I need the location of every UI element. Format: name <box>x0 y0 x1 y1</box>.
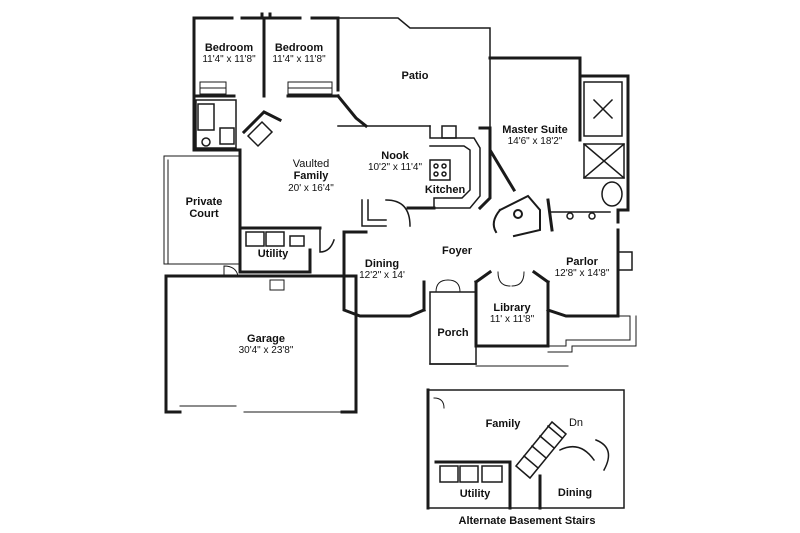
master-closet-and-bath <box>549 81 626 220</box>
room-name-line2: Family <box>293 170 329 183</box>
room-label-bedroom-right: Bedroom 11'4" x 11'8" <box>266 42 332 66</box>
room-name: Bedroom <box>274 42 324 54</box>
room-name: Utility <box>257 248 289 260</box>
hall-bath <box>195 99 237 149</box>
inset-caption: Alternate Basement Stairs <box>458 515 596 527</box>
room-name: Dining <box>557 487 593 499</box>
room-label-dining: Dining 12'2" x 14' <box>352 258 412 282</box>
inset-label-utility: Utility <box>450 488 500 500</box>
room-label-foyer: Foyer <box>434 245 480 257</box>
utility-fixtures <box>245 227 335 253</box>
room-dimensions: 10'2" x 11'4" <box>367 162 423 174</box>
room-name: Bedroom <box>204 42 254 54</box>
front-steps <box>475 315 637 367</box>
porch <box>429 291 477 365</box>
room-name: Utility <box>459 488 491 500</box>
room-dimensions: 11' x 11'8" <box>489 314 535 326</box>
room-label-patio: Patio <box>390 70 440 82</box>
room-name: Garage <box>247 333 285 345</box>
stair-near-dining <box>361 199 411 227</box>
room-label-parlor: Parlor 12'8" x 14'8" <box>546 256 618 280</box>
kitchen-walls <box>406 126 492 211</box>
room-name: Parlor <box>566 256 598 268</box>
room-label-private-court: Private Court <box>172 196 236 221</box>
parlor-fireplace <box>617 251 633 271</box>
powder-room <box>492 194 541 238</box>
room-dimensions: 14'6" x 18'2" <box>507 136 563 148</box>
family-walls <box>238 93 369 230</box>
room-label-nook: Nook 10'2" x 11'4" <box>362 150 428 174</box>
inset-utility-fixtures <box>439 465 503 483</box>
room-name-line1: Vaulted <box>292 158 330 170</box>
room-dimensions: 30'4" x 23'8" <box>238 345 294 357</box>
room-dimensions: 11'4" x 11'8" <box>202 54 256 66</box>
room-name: Porch <box>437 327 469 339</box>
bedroom-closets <box>199 81 333 95</box>
inset-label-dn: Dn <box>564 417 588 429</box>
room-dimensions: 11'4" x 11'8" <box>272 54 326 66</box>
room-label-bedroom-left: Bedroom 11'4" x 11'8" <box>196 42 262 66</box>
room-label-library: Library 11' x 11'8" <box>480 302 544 326</box>
room-name-line2: Court <box>189 208 219 221</box>
inset-stairs <box>514 420 610 480</box>
garage-doors <box>179 265 343 413</box>
inset-label-family: Family <box>480 418 526 430</box>
stair-direction: Dn <box>568 417 584 429</box>
room-label-master-suite: Master Suite 14'6" x 18'2" <box>494 124 576 148</box>
fireplace <box>246 120 274 148</box>
room-label-vaulted-family: Vaulted Family 20' x 16'4" <box>276 158 346 194</box>
utility-walls <box>238 226 312 274</box>
room-label-utility: Utility <box>248 248 298 260</box>
room-label-porch: Porch <box>430 327 476 339</box>
room-name: Dining <box>364 258 400 270</box>
room-dimensions: 12'8" x 14'8" <box>554 268 610 280</box>
inset-walls <box>426 388 542 510</box>
inset-door <box>433 397 445 409</box>
inset-label-dining: Dining <box>550 487 600 499</box>
room-name: Library <box>493 302 531 314</box>
room-name: Foyer <box>442 245 472 257</box>
garage-walls <box>164 274 358 414</box>
room-name: Family <box>485 418 521 430</box>
room-name: Master Suite <box>502 124 568 136</box>
dining-walls <box>342 230 426 318</box>
room-dimensions: 20' x 16'4" <box>288 182 334 194</box>
library-doors <box>497 271 525 287</box>
private-court <box>163 155 241 265</box>
entry-doors <box>435 279 461 293</box>
room-name: Nook <box>381 150 409 162</box>
room-name: Patio <box>401 70 429 82</box>
room-label-garage: Garage 30'4" x 23'8" <box>226 333 306 357</box>
room-dimensions: 12'2" x 14' <box>359 270 405 282</box>
room-name-line1: Private <box>185 196 223 208</box>
room-name: Kitchen <box>424 184 466 196</box>
room-label-kitchen: Kitchen <box>420 184 470 196</box>
patio-outline <box>337 17 491 129</box>
